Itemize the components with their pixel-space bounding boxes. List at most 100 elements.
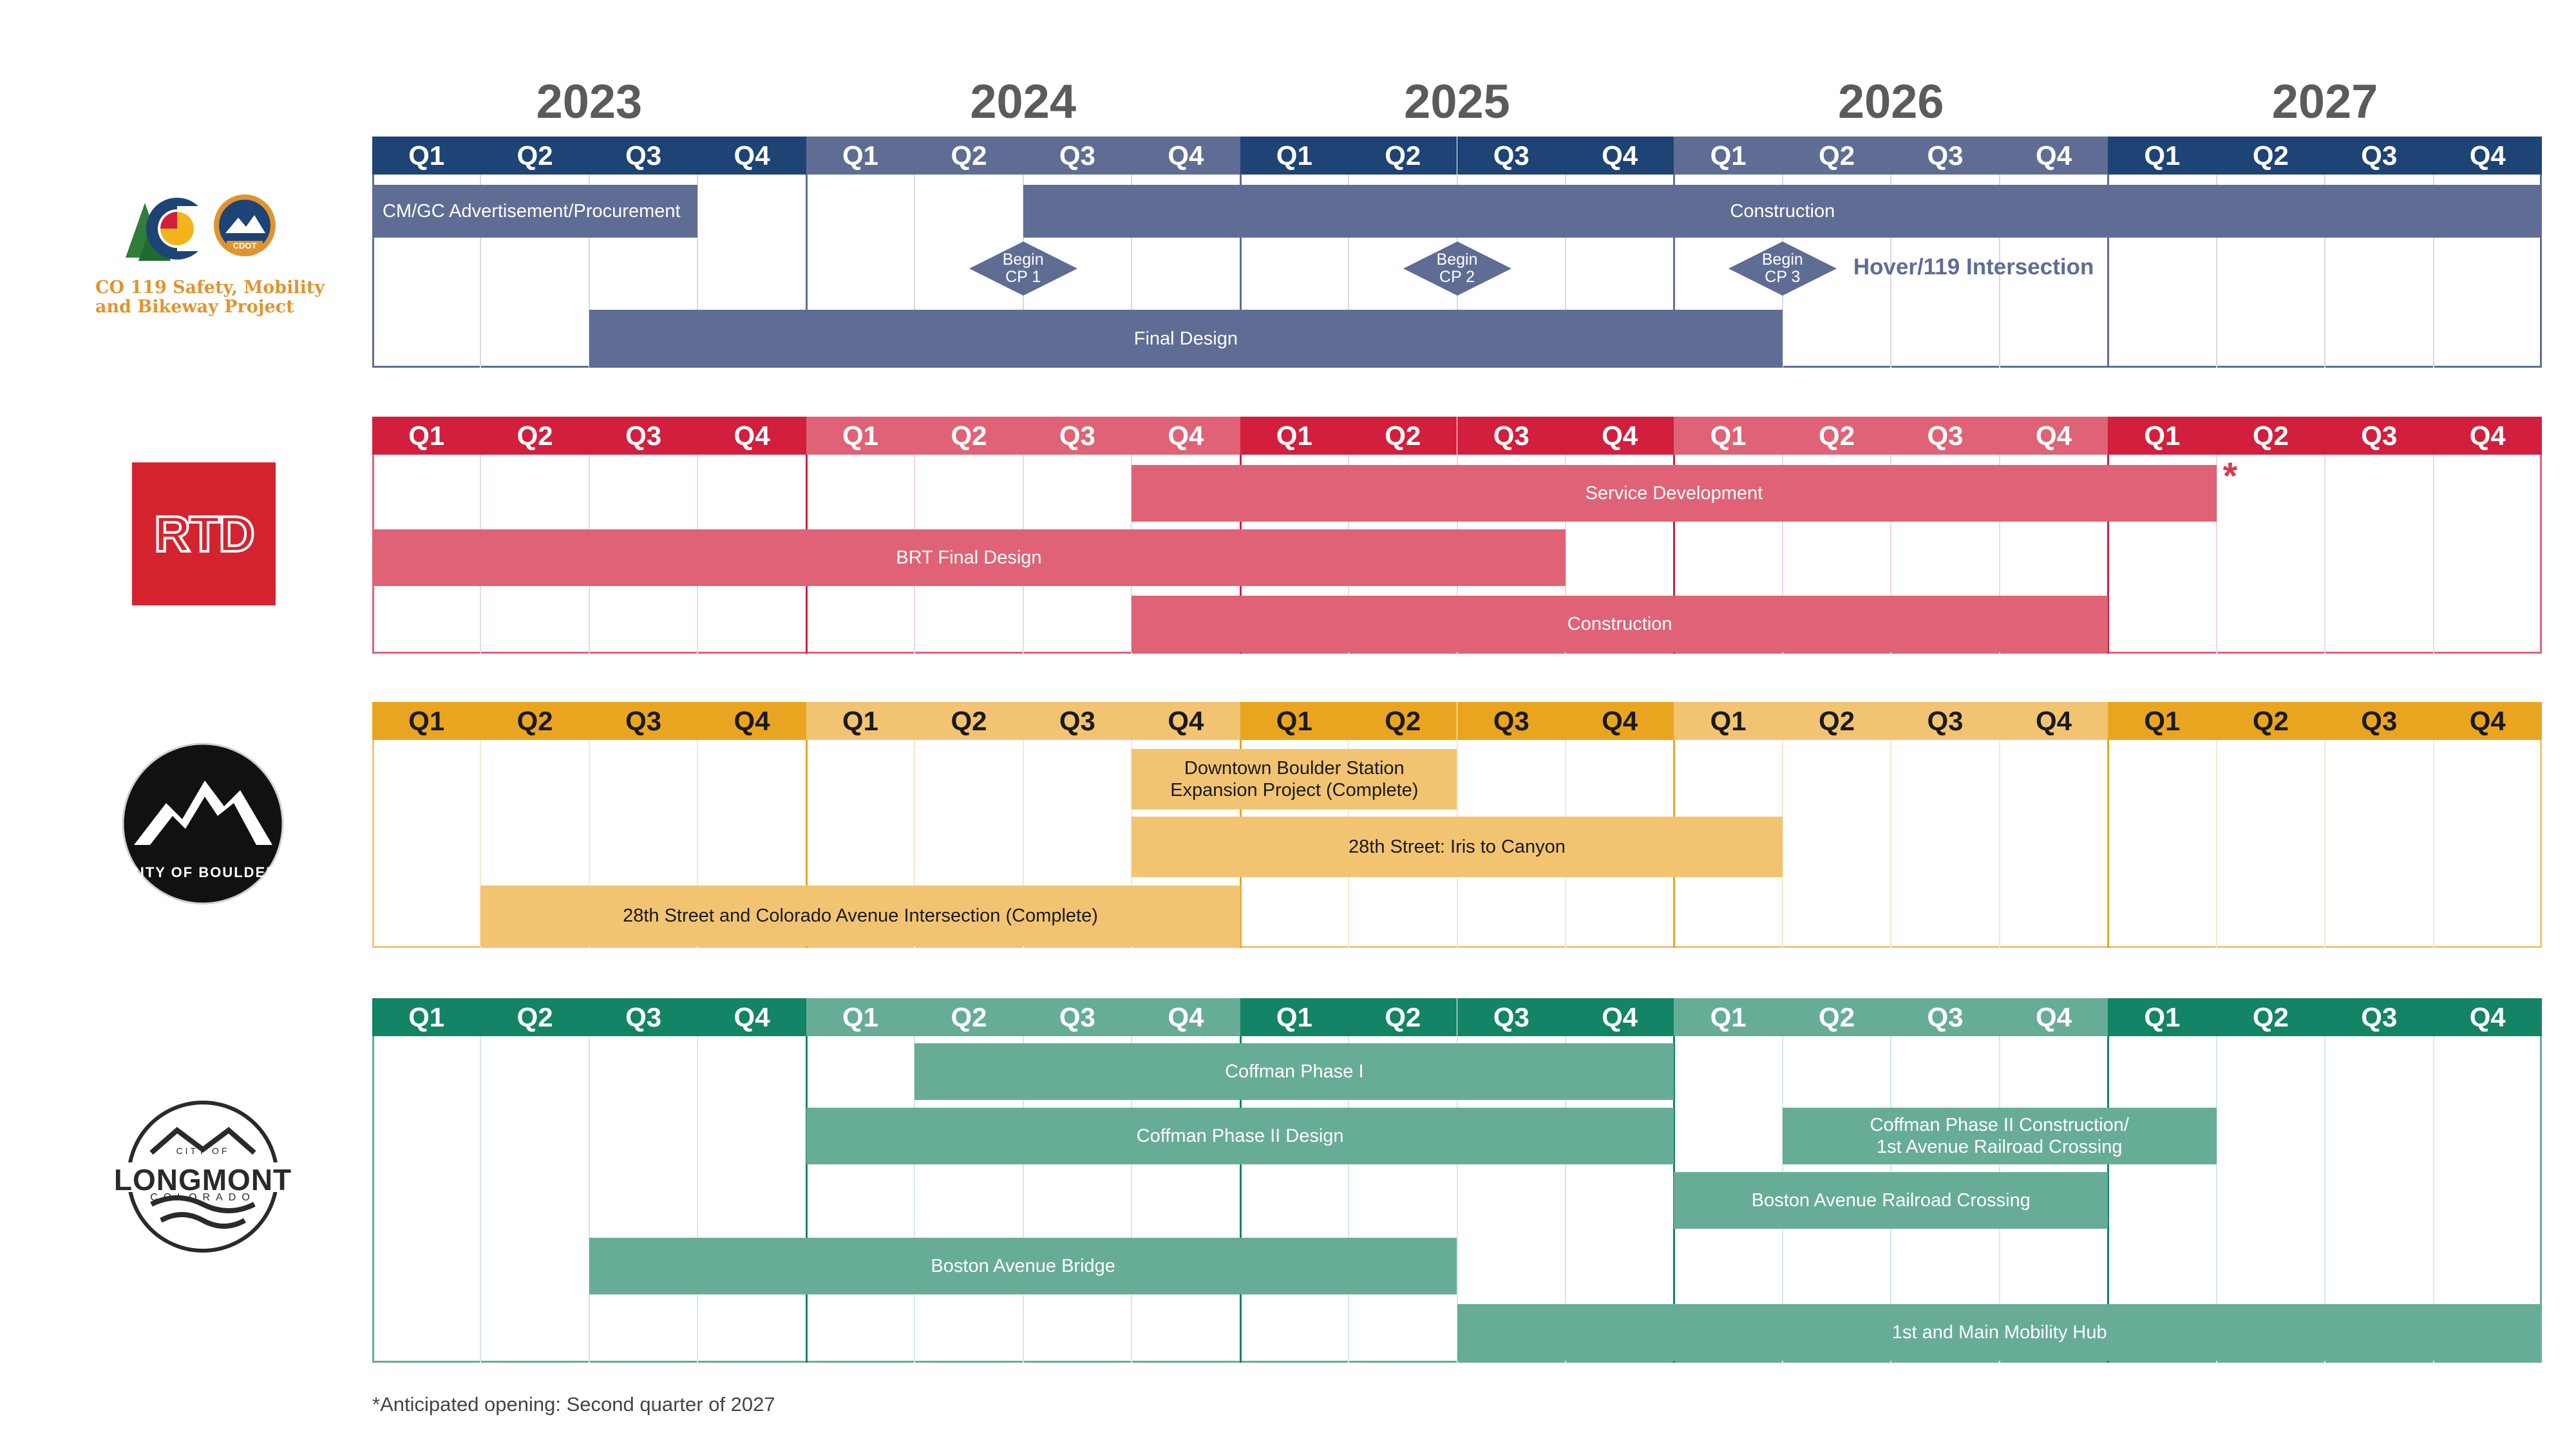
quarter-header-cell: Q4: [1999, 137, 2108, 175]
grid-line: [480, 1036, 482, 1363]
quarter-header-cell: Q1: [372, 417, 481, 455]
grid-line: [2432, 740, 2434, 948]
grid-line: [2215, 1036, 2217, 1363]
quarter-header-cell: Q2: [480, 998, 589, 1036]
quarter-header-cell: Q2: [1349, 417, 1457, 455]
quarter-header-cell: Q4: [2433, 417, 2542, 455]
longmont-logo-bottom: COLORADO: [150, 1192, 256, 1203]
quarter-header-cell: Q1: [806, 702, 915, 740]
quarter-header-cell: Q3: [2325, 702, 2434, 740]
bar-label: Construction: [1567, 613, 1672, 635]
grid-line: [2215, 740, 2217, 948]
grid-line: [1022, 740, 1024, 948]
quarter-header-cell: Q1: [1674, 137, 1783, 175]
grid-line: [1781, 740, 1783, 948]
quarter-header-cell: Q2: [914, 137, 1023, 175]
quarter-header-cell: Q4: [1565, 998, 1674, 1036]
timeline-bar: CM/GC Advertisement/Procurement: [372, 185, 698, 238]
timeline-bar: Coffman Phase II Design: [806, 1108, 1674, 1164]
quarter-header-cell: Q3: [1457, 137, 1566, 175]
bar-label-line: 28th Street and Colorado Avenue Intersec…: [623, 905, 1098, 926]
grid-line: [2324, 175, 2326, 368]
bar-label-line: Construction: [1567, 614, 1672, 634]
grid-line: [1673, 455, 1676, 654]
quarter-header-cell: Q2: [1782, 702, 1891, 740]
quarter-header-cell: Q1: [1240, 137, 1349, 175]
quarter-header-cell: Q3: [1891, 417, 2000, 455]
quarter-header-cell: Q2: [480, 417, 589, 455]
grid-line: [1998, 175, 2000, 368]
bar-label-line: Coffman Phase II Design: [1136, 1126, 1344, 1146]
bar-label-line: BRT Final Design: [896, 547, 1042, 568]
cdot-caption-line-2: and Bikeway Project: [95, 297, 294, 317]
grid-line: [2324, 1036, 2326, 1363]
quarter-header-cell: Q4: [697, 137, 806, 175]
bar-label-line: Final Design: [1133, 328, 1238, 349]
quarter-header-cell: Q3: [589, 702, 698, 740]
quarter-header-cell: Q2: [1782, 137, 1891, 175]
cdot-caption: CO 119 Safety, Mobility and Bikeway Proj…: [95, 278, 327, 317]
quarter-header-cell: Q3: [1023, 137, 1132, 175]
grid-line: [2432, 175, 2434, 368]
grid-line: [1890, 175, 1892, 368]
quarter-header-cell: Q1: [806, 998, 915, 1036]
quarter-header-cell: Q4: [2433, 998, 2542, 1036]
grid-line: [1348, 1036, 1350, 1363]
grid-line: [2215, 175, 2217, 368]
bar-label-line: Construction: [1730, 201, 1835, 222]
quarter-header-cell: Q4: [697, 702, 806, 740]
grid-line: [2432, 1036, 2434, 1363]
grid-line: [914, 740, 916, 948]
year-label: 2026: [1837, 75, 1944, 128]
year-label: 2024: [970, 75, 1076, 128]
quarter-header-cell: Q4: [1132, 702, 1240, 740]
quarter-header-cell: Q4: [1132, 998, 1240, 1036]
grid-line: [1890, 455, 1892, 654]
bar-label: 28th Street and Colorado Avenue Intersec…: [623, 905, 1098, 927]
quarter-header-cell: Q1: [1674, 417, 1783, 455]
boulder-mountains-icon: [122, 743, 284, 905]
quarter-header-cell: Q3: [1457, 998, 1566, 1036]
cdot-logo: CDOT: [122, 187, 283, 270]
diamond-icon: [969, 242, 1077, 296]
quarter-header-cell: Q4: [1999, 702, 2108, 740]
quarter-header-cell: Q4: [697, 998, 806, 1036]
quarter-header-cell: Q1: [806, 417, 915, 455]
boulder-logo: CITY OF BOULDER: [121, 742, 285, 906]
boulder-logo-text: CITY OF BOULDER: [128, 864, 278, 880]
grid-line: [914, 1036, 916, 1363]
quarter-header-cell: Q1: [372, 137, 481, 175]
quarter-header-cell: Q2: [914, 998, 1023, 1036]
timeline-bar: Coffman Phase I: [914, 1043, 1674, 1100]
rtd-logo-text: RTD: [153, 504, 256, 564]
grid-line: [1348, 175, 1350, 368]
grid-line: [1564, 455, 1566, 654]
quarter-header-cell: Q3: [1023, 702, 1132, 740]
quarter-header-cell: Q3: [589, 998, 698, 1036]
quarter-header-cell: Q1: [1240, 998, 1349, 1036]
diamond-icon: [1728, 242, 1837, 296]
grid-line: [2107, 740, 2110, 948]
diamond-icon: [1403, 242, 1511, 296]
longmont-logo: CITY OF LONGMONT COLORADO: [106, 1098, 299, 1256]
bar-label: Coffman Phase II Construction/1st Avenue…: [1870, 1114, 2129, 1158]
bar-label: BRT Final Design: [896, 547, 1041, 569]
grid-line: [697, 740, 699, 948]
bar-label: Service Development: [1586, 482, 1763, 504]
bar-label-line: Expansion Project (Complete): [1170, 780, 1419, 800]
quarter-header-cell: Q4: [1999, 998, 2108, 1036]
asterisk-marker: *: [2222, 455, 2238, 497]
grid-line: [697, 175, 699, 368]
rtd-logo: RTD: [132, 462, 276, 605]
timeline-bar: 1st and Main Mobility Hub: [1457, 1304, 2542, 1361]
grid-line: [697, 1036, 699, 1363]
bar-label-line: CM/GC Advertisement/Procurement: [383, 201, 681, 222]
grid-line: [1998, 455, 2000, 654]
grid-line: [1998, 740, 2000, 948]
quarter-header-cell: Q1: [1674, 998, 1783, 1036]
bar-label-line: Service Development: [1585, 483, 1763, 504]
quarter-header-cell: Q3: [2325, 137, 2434, 175]
grid-line: [914, 175, 916, 368]
